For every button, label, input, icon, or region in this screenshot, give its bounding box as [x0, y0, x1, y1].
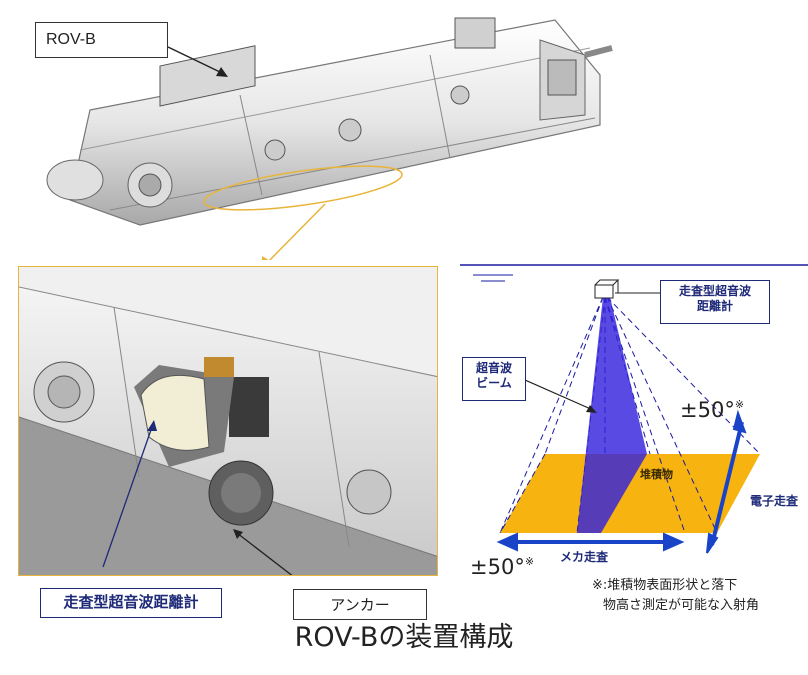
footnote-line1: ※:堆積物表面形状と落下 [592, 578, 738, 593]
sediment-label: 堆積物 [640, 468, 673, 481]
sensor-diagram-line2: 距離計 [696, 299, 733, 313]
beam-label-line2: ビーム [476, 376, 512, 390]
electronic-scan-arrow [706, 409, 747, 554]
angle-right: ±50°※ [680, 398, 744, 422]
anchor-label: アンカー [293, 589, 427, 620]
sensor-diagram-line1: 走査型超音波 [678, 284, 751, 298]
angle-right-mark: ※ [734, 398, 745, 411]
sediment-plane [500, 454, 760, 533]
angle-left: ±50°※ [470, 555, 534, 579]
angle-left-mark: ※ [524, 555, 535, 568]
rov-b-label-text: ROV-B [46, 31, 96, 48]
mechanical-scan-arrow [496, 532, 685, 552]
angle-left-value: ±50° [470, 555, 525, 579]
rov-b-label: ROV-B [35, 22, 168, 58]
ultrasonic-scan-diagram [460, 264, 808, 554]
figure-caption: ROV-Bの装置構成 [294, 622, 514, 653]
ultrasonic-beam [577, 297, 647, 533]
footnote: ※:堆積物表面形状と落下 物高さ測定が可能な入射角 [592, 576, 759, 615]
mechanical-scan-label: メカ走査 [560, 550, 609, 564]
detail-rov-closeup [19, 267, 437, 575]
rov-illustration [46, 17, 613, 260]
anchor-label-text: アンカー [330, 597, 390, 614]
electronic-scan-label: 電子走査 [750, 494, 799, 508]
sensor-diagram-label: 走査型超音波 距離計 [660, 280, 770, 324]
sensor-name-label: 走査型超音波距離計 [40, 588, 222, 618]
beam-label-line1: 超音波 [475, 361, 512, 375]
sensor-name-text: 走査型超音波距離計 [63, 593, 199, 611]
detail-view-frame [18, 266, 438, 576]
angle-right-value: ±50° [680, 398, 735, 422]
beam-label: 超音波 ビーム [462, 357, 526, 401]
footnote-line2: 物高さ測定が可能な入射角 [603, 597, 760, 613]
